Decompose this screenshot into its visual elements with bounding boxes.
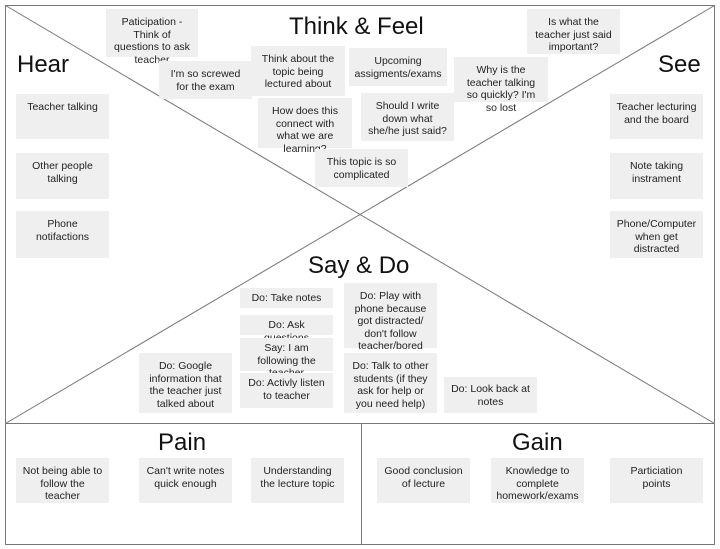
think-feel-note: This topic is so complicated xyxy=(315,149,408,187)
pain-note: Understanding the lecture topic xyxy=(251,458,344,503)
see-note: Note taking instrament xyxy=(610,153,703,199)
outer-border xyxy=(5,5,715,545)
hear-note: Teacher talking xyxy=(16,94,109,139)
hear-note: Other people talking xyxy=(16,153,109,199)
think-feel-note: Upcoming assigments/exams xyxy=(349,48,447,86)
say-do-note: Do: Look back at notes xyxy=(444,377,537,413)
think-feel-note: How does this connect with what we are l… xyxy=(258,98,352,155)
gain-note: Good conclusion of lecture xyxy=(377,458,470,503)
say-do-note: Do: Take notes xyxy=(240,288,333,308)
say-do-title: Say & Do xyxy=(308,252,410,279)
think-feel-title: Think & Feel xyxy=(289,13,424,40)
say-do-note: Do: Talk to other students (if they ask … xyxy=(344,353,437,413)
gain-note: Knowledge to complete homework/exams xyxy=(491,458,584,503)
see-title: See xyxy=(658,51,701,78)
think-feel-note: Should I write down what she/he just sai… xyxy=(361,93,454,141)
hear-title: Hear xyxy=(17,51,70,78)
gain-title: Gain xyxy=(512,429,563,456)
pain-note: Can't write notes quick enough xyxy=(139,458,232,503)
think-feel-note: Why is the teacher talking so quickly? I… xyxy=(454,57,548,114)
see-note: Phone/Computer when get distracted xyxy=(610,211,703,258)
say-do-note: Do: Play with phone because got distract… xyxy=(344,283,437,352)
hear-note: Phone notifactions xyxy=(16,211,109,258)
say-do-note: Do: Google information that the teacher … xyxy=(139,353,232,413)
think-feel-note: Think about the topic being lectured abo… xyxy=(251,46,345,96)
see-note: Teacher lecturing and the board xyxy=(610,94,703,139)
think-feel-note: Is what the teacher just said important? xyxy=(527,9,620,54)
say-do-note: Do: Ask questions xyxy=(240,315,333,344)
say-do-note: Do: Activly listen to teacher xyxy=(240,373,333,408)
say-do-note: Say: I am following the teacher xyxy=(240,338,333,379)
pain-title: Pain xyxy=(158,429,207,456)
think-feel-note: I'm so screwed for the exam xyxy=(159,61,252,99)
gain-note: Particiation points xyxy=(610,458,703,503)
think-feel-note: Paticipation - Think of questions to ask… xyxy=(106,9,198,66)
diagonal-line-right xyxy=(5,5,715,424)
pain-note: Not being able to follow the teacher xyxy=(16,458,109,503)
